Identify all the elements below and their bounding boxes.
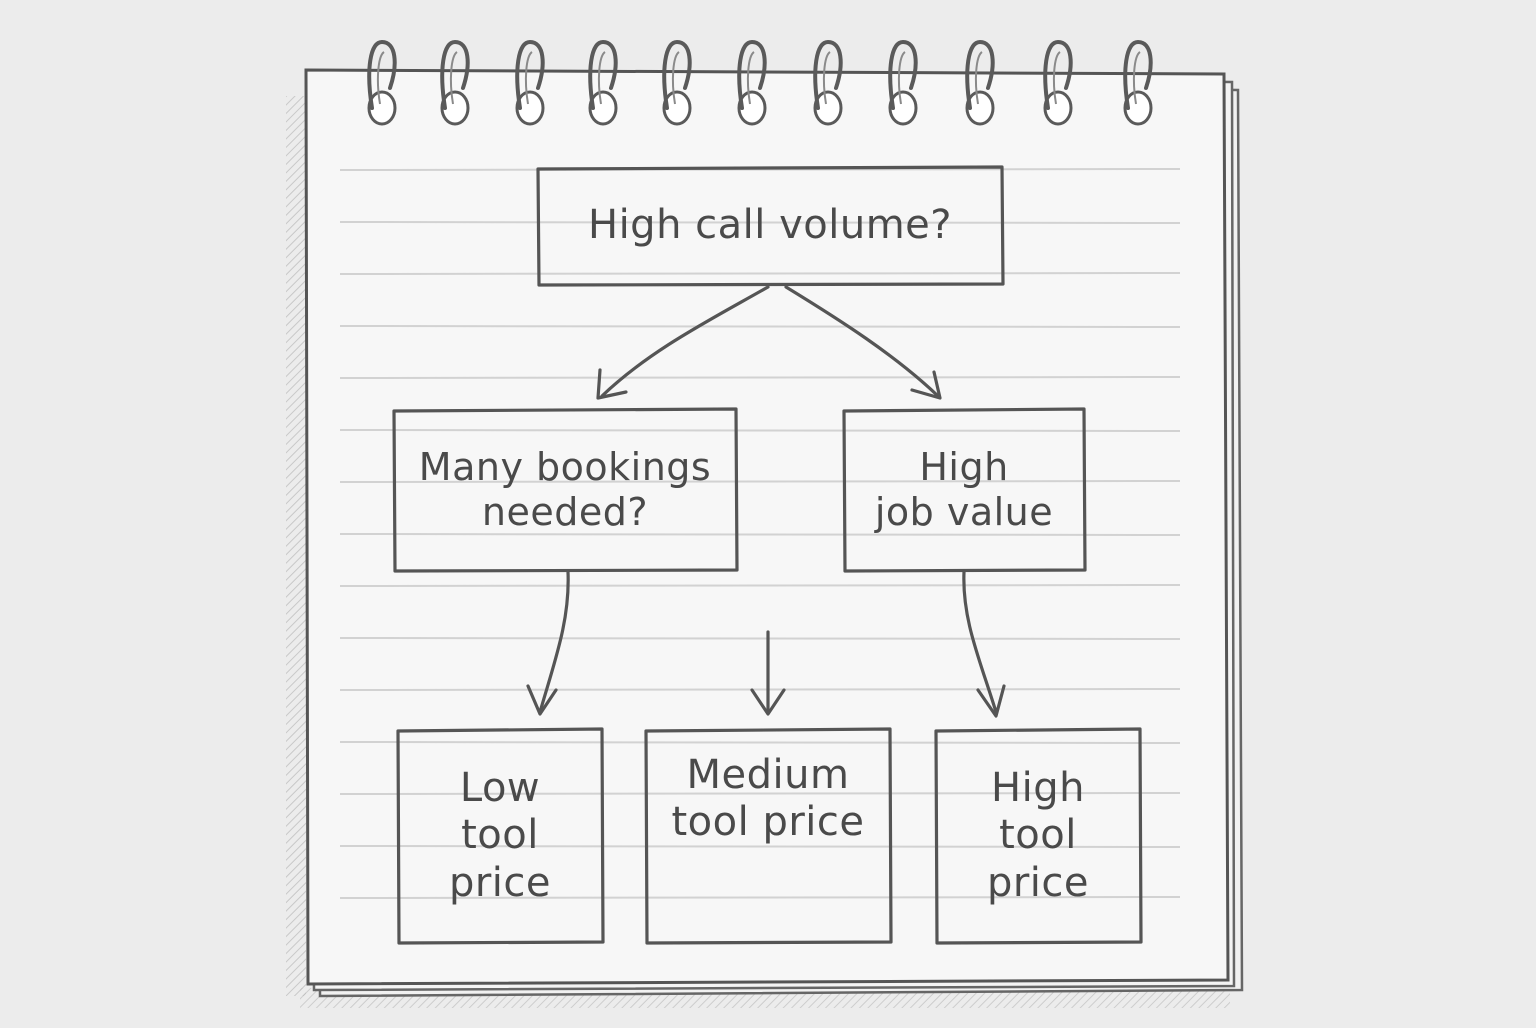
spiral-ring bbox=[662, 39, 692, 126]
right-question-label: High job value bbox=[844, 410, 1084, 570]
spiral-ring bbox=[588, 39, 618, 126]
root-line-1: High call volume? bbox=[587, 202, 952, 249]
leaf-high-line-2: tool bbox=[999, 812, 1077, 859]
ruled-line bbox=[339, 688, 1181, 691]
edge-root-to-left-question bbox=[600, 285, 770, 398]
ruled-line bbox=[339, 896, 1181, 899]
leaf-low-line-3: price bbox=[448, 859, 552, 906]
ruled-line bbox=[339, 221, 1181, 224]
ruled-lines bbox=[339, 168, 1181, 899]
leaf-high-line-3: price bbox=[986, 859, 1090, 906]
leaf-low-line-1: Low bbox=[459, 765, 541, 812]
ruled-line bbox=[339, 637, 1181, 640]
spiral-ring bbox=[737, 39, 767, 126]
ruled-line bbox=[339, 272, 1181, 275]
node-boxes bbox=[392, 165, 1143, 945]
left-question-label: Many bookings needed? bbox=[394, 410, 736, 570]
leaf-medium-box bbox=[644, 727, 893, 945]
leaf-low-box bbox=[396, 727, 605, 945]
leaf-high-line-1: High bbox=[991, 765, 1085, 812]
edge-root-to-right-question-arrowhead bbox=[910, 370, 942, 400]
ruled-line bbox=[339, 741, 1181, 744]
ruled-line bbox=[339, 533, 1181, 536]
ruled-line bbox=[339, 845, 1181, 848]
edges bbox=[526, 285, 1006, 718]
edge-left-question-to-low bbox=[538, 570, 570, 714]
left-shadow bbox=[286, 96, 306, 996]
edge-to-medium-arrowhead bbox=[750, 688, 786, 716]
leaf-low-label: Low tool price bbox=[398, 730, 602, 942]
leaf-low-line-2: tool bbox=[461, 812, 539, 859]
ruled-line bbox=[339, 584, 1181, 587]
spiral-ring bbox=[367, 39, 397, 126]
notebook-page bbox=[304, 68, 1230, 986]
leaf-medium-line-2: tool price bbox=[671, 799, 865, 846]
right-question-line-1: High bbox=[919, 445, 1009, 490]
left-question-line-1: Many bookings bbox=[418, 445, 712, 490]
root-question-label: High call volume? bbox=[538, 168, 1002, 284]
spiral-ring bbox=[888, 39, 918, 126]
edge-root-to-left-question-arrowhead bbox=[596, 368, 628, 400]
edge-right-question-to-high-arrowhead bbox=[976, 684, 1006, 718]
edge-left-question-to-low-arrowhead bbox=[526, 684, 558, 716]
spiral-ring bbox=[1043, 39, 1073, 126]
edge-right-question-to-high bbox=[962, 570, 998, 714]
leaf-high-box bbox=[934, 727, 1143, 945]
ruled-line bbox=[339, 376, 1181, 379]
spiral-ring bbox=[515, 39, 545, 126]
ruled-line bbox=[339, 792, 1181, 795]
root-box bbox=[536, 165, 1005, 287]
left-question-box bbox=[392, 407, 739, 573]
spiral-ring bbox=[813, 39, 843, 126]
leaf-high-label: High tool price bbox=[936, 730, 1140, 942]
ruled-line bbox=[339, 480, 1181, 483]
right-question-line-2: job value bbox=[874, 490, 1054, 534]
edge-root-to-right-question bbox=[784, 285, 940, 398]
ruled-line bbox=[339, 429, 1181, 432]
spiral-binding bbox=[367, 39, 1153, 126]
left-question-line-2: needed? bbox=[481, 490, 649, 534]
leaf-medium-label: Medium tool price bbox=[646, 730, 890, 942]
spiral-ring bbox=[965, 39, 995, 126]
right-question-box bbox=[842, 407, 1087, 573]
ruled-line bbox=[339, 325, 1181, 328]
spiral-ring bbox=[1123, 39, 1153, 126]
spiral-ring bbox=[440, 39, 470, 126]
leaf-medium-line-1: Medium bbox=[686, 752, 850, 798]
